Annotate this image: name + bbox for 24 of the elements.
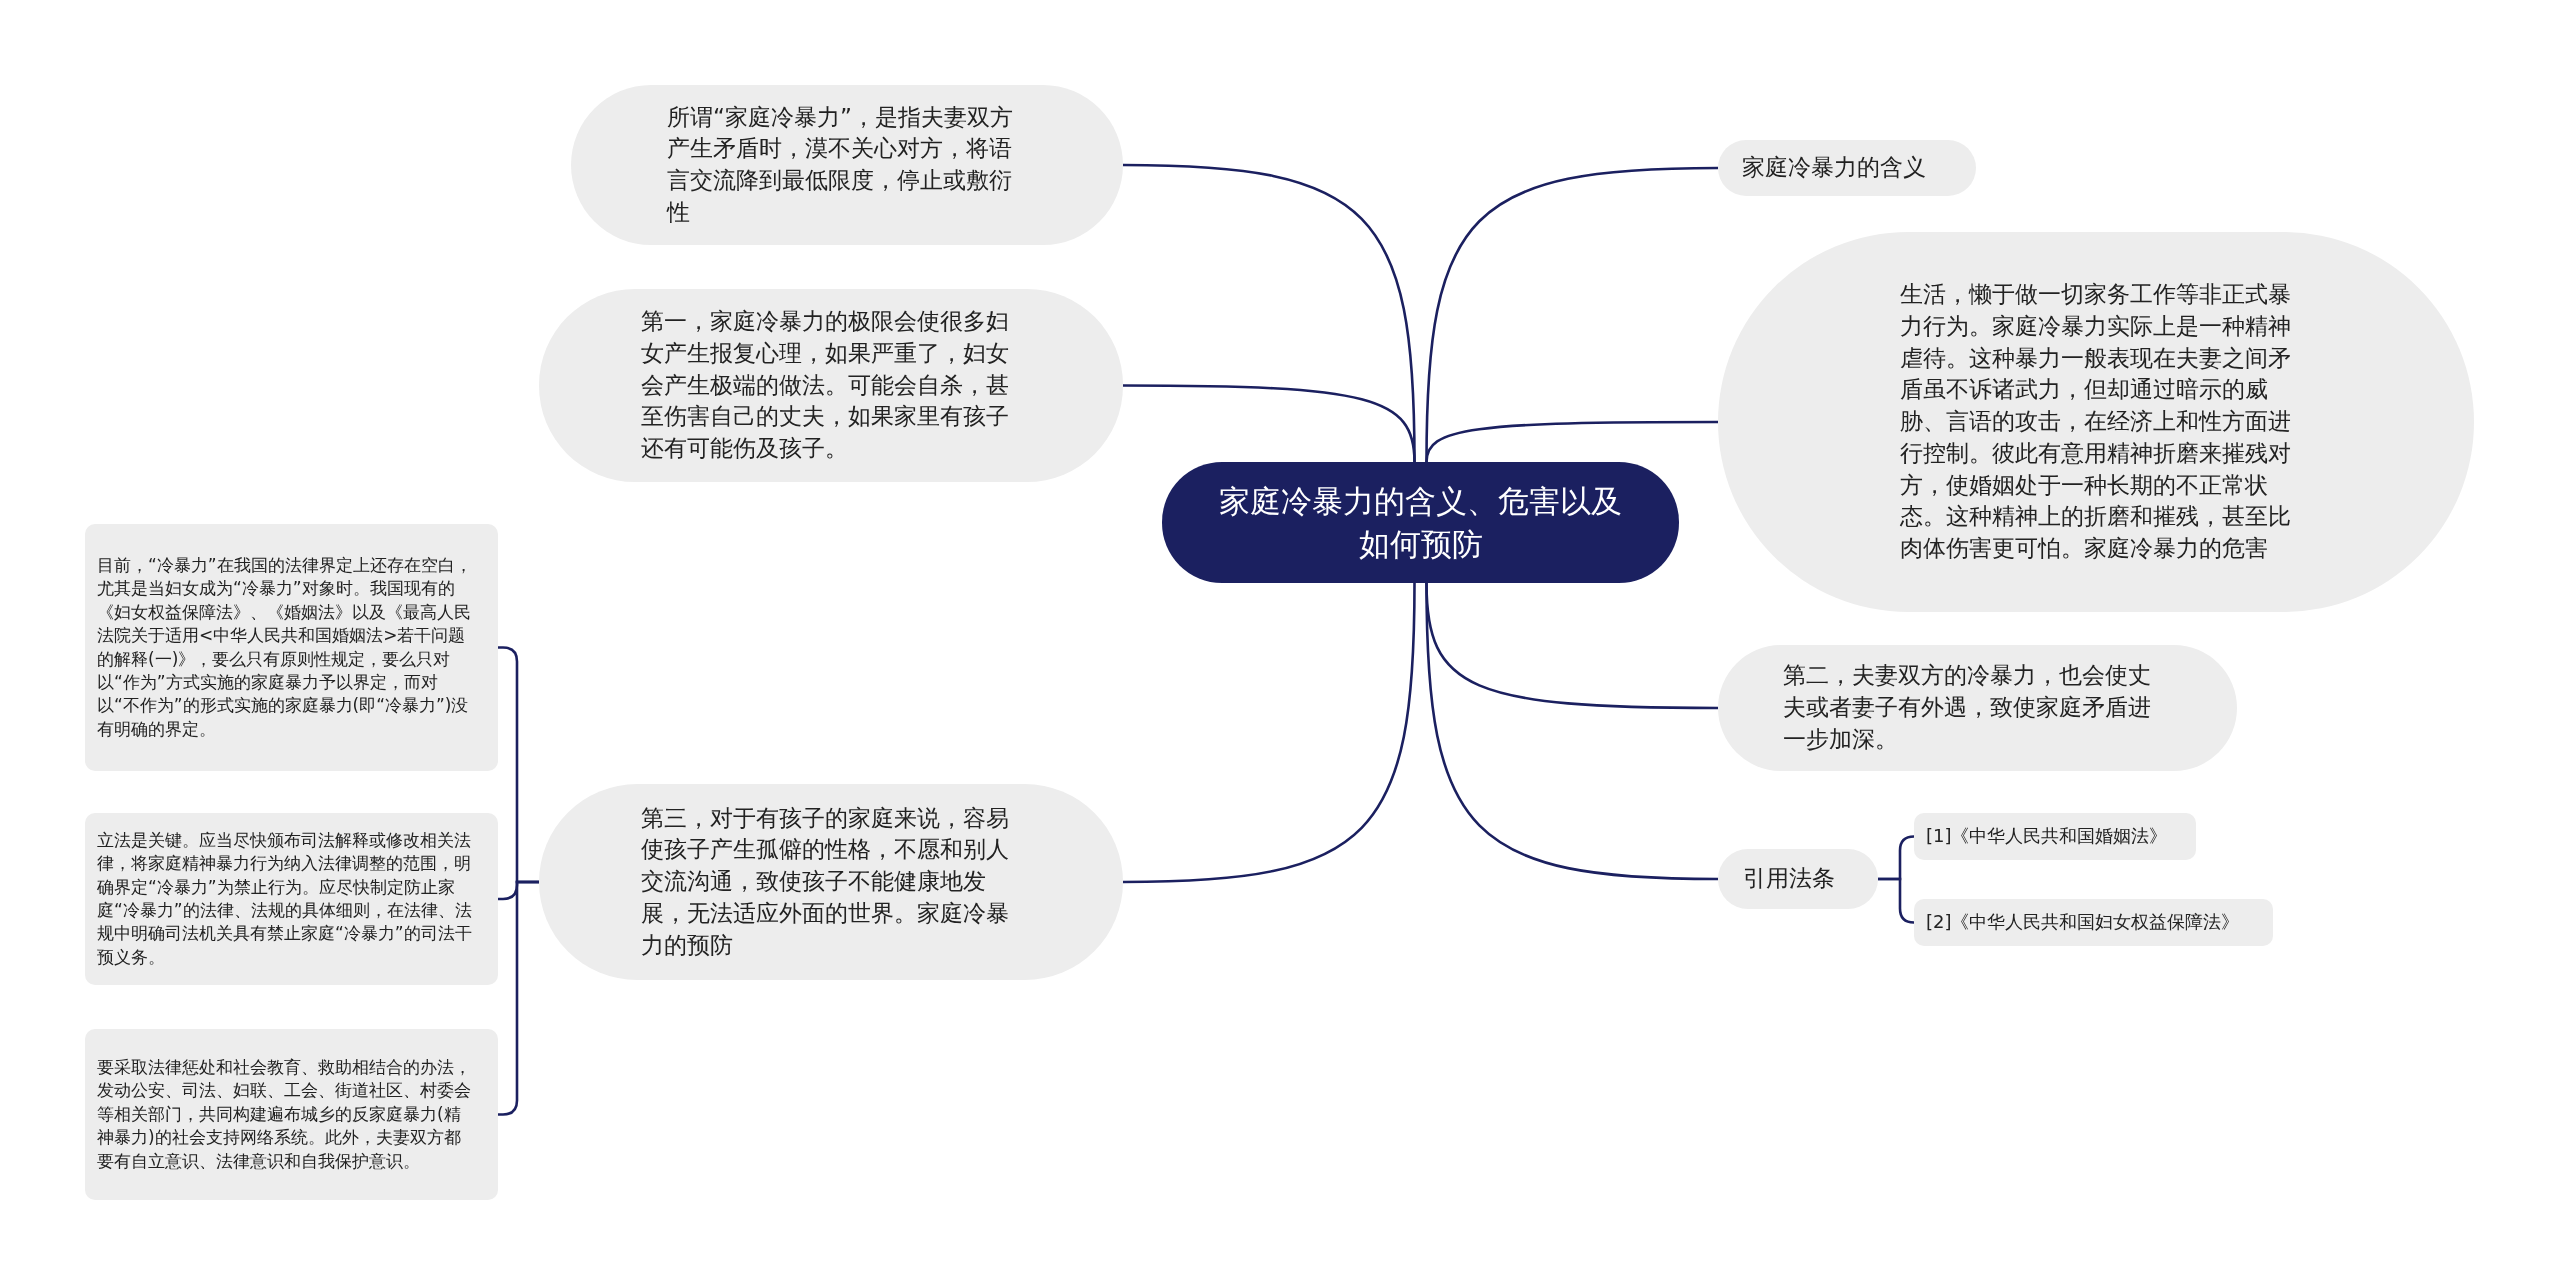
topic-text: 要采取法律惩处和社会教育、救助相结合的办法，发动公安、司法、妇联、工会、街道社区、村委会等相关部门，共同构建遍布城乡的反家庭暴力(精神暴力)的社会支持网络系统。此外，夫妻双方都要有自立意识、法律意识和自我保护意识。	[97, 1055, 472, 1173]
topic-text: 第三，对于有孩子的家庭来说，容易使孩子产生孤僻的性格，不愿和别人交流沟通，致使孩子不能健康地发展，无法适应外面的世界。家庭冷暴力的预防	[641, 803, 1010, 960]
note-card	[85, 813, 498, 985]
connector-line	[1122, 582, 1416, 884]
topic-text: 立法是关键。应当尽快颁布司法解释或修改相关法律，将家庭精神暴力行为纳入法律调整的范围，明确界定“冷暴力”为禁止行为。应尽快制定防止家庭“冷暴力”的法律、法规的具体细则，在法律、法规中明确司法机关具有禁止家庭“冷暴力”的司法干预义务。	[97, 828, 473, 969]
topic-text: 第二，夫妻双方的冷暴力，也会使丈夫或者妻子有外遇，致使家庭矛盾进一步加深。	[1782, 661, 2152, 754]
topic-text: 第一，家庭冷暴力的极限会使很多妇女产生报复心理，如果严重了，妇女会产生极端的做法。可能会自杀，甚至伤害自己的丈夫，如果家里有孩子还有可能伤及孩子。	[641, 307, 1010, 464]
topic-text: 所谓“家庭冷暴力”，是指夫妻双方产生矛盾时，漠不关心对方，将语言交流降到最低限度，停止或敷衍性	[667, 102, 1014, 227]
note-card	[1914, 813, 2196, 860]
note-card	[85, 1029, 498, 1200]
connector-line	[1123, 384, 1416, 463]
note-card	[85, 524, 498, 771]
topic-text: 家庭冷暴力的含义、危害以及如何预防	[1218, 481, 1623, 564]
topic-text: 生活，懒于做一切家务工作等非正式暴力行为。家庭冷暴力实际上是一种精神虐待。这种暴力一般表现在夫妻之间矛盾虽不诉诸武力，但却通过暗示的威胁、言语的攻击，在经济上和性方面进行控制。彼此有意用精神折磨来摧残对方，使婚姻处于一种长期的不正常状态。这种精神上的折磨和摧残，甚至比肉体伤害更可怕。家庭冷暴力的危害	[1900, 280, 2292, 564]
connector-line	[1425, 582, 1719, 881]
connector-line	[1878, 877, 1916, 924]
topic-bubble	[1718, 140, 1976, 196]
topic-text: [1]《中华人民共和国婚姻法》	[1926, 824, 2169, 849]
topic-text: 目前，“冷暴力”在我国的法律界定上还存在空白，尤其是当妇女成为“冷暴力”对象时。我国现有的《妇女权益保障法》、《婚姻法》以及《最高人民法院关于适用<中华人民共和国婚姻法>若干问题的解释(一)》，要么只有原则性规定，要么只对以“作为”方式实施的家庭暴力予以界定，而对以“不作为”的形式实施的家庭暴力(即“冷暴力”)没有明确的界定。	[97, 553, 473, 741]
topic-text: 引用法条	[1743, 864, 1836, 894]
note-card	[1914, 899, 2273, 946]
topic-text: 家庭冷暴力的含义	[1742, 153, 1927, 183]
topic-text: [2]《中华人民共和国妇女权益保障法》	[1926, 910, 2241, 935]
connector-line	[1425, 420, 1718, 463]
